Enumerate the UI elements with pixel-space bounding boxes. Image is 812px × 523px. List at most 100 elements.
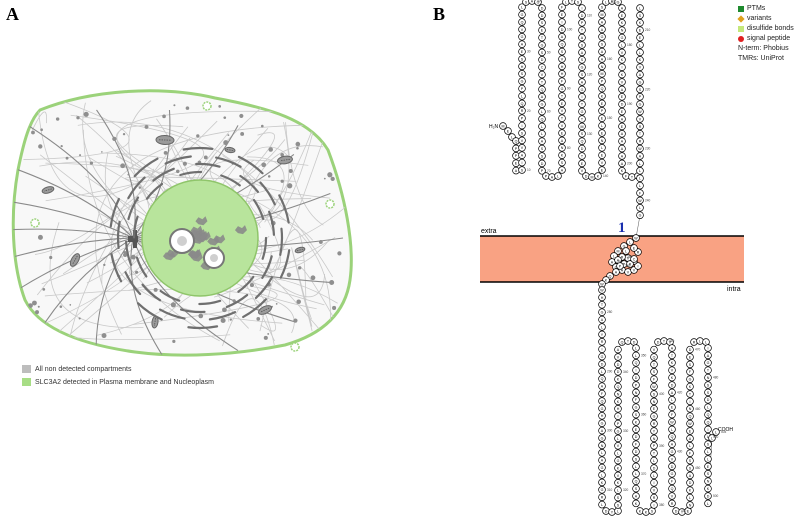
residue-letter: V [671,494,674,498]
residue-circle [598,158,606,167]
residue-circle [558,121,566,130]
residue-letter: I [582,6,583,10]
residue-letter: P [617,422,620,426]
residue-circle [538,63,546,71]
residue-circle [598,434,606,442]
residue-circle [558,129,566,137]
residue-letter: K [707,487,710,491]
residue-letter: F [689,370,692,374]
residue-circle [518,55,526,63]
residue-circle [578,4,586,12]
residue-letter: P [545,174,548,178]
residue-letter: R [653,496,656,500]
residue-circle [598,323,606,331]
residue-letter: D [541,6,544,10]
residue-letter: A [611,0,614,3]
residue-letter: W [688,422,692,426]
residue-circle [636,48,644,57]
residue-letter: R [521,109,524,113]
residue-circle [686,442,694,450]
residue-letter: A [515,169,518,173]
residue-letter: E [621,110,624,114]
residue-letter: Q [707,413,710,417]
residue-circle [650,360,658,369]
residue-circle [558,47,566,56]
residue-circle [618,167,626,175]
residue-letter: V [561,124,564,128]
residue-letter: G [521,35,524,39]
residue-circle [618,11,626,20]
residue-letter: F [625,174,628,178]
residue-circle [518,99,526,108]
residue-circle [504,127,512,135]
residue-letter: Q [635,361,638,365]
residue-letter: Q [601,377,604,381]
residue-circle [618,56,626,64]
residue-letter: K [671,376,674,380]
residue-letter: A [707,354,710,358]
residue-letter: I [708,346,709,350]
residue-letter: K [601,481,604,485]
residue-circle [704,366,712,374]
residue-letter: E [689,429,692,433]
ptm-marker-icon [738,5,744,12]
residue-circle [558,84,566,93]
residue-letter: S [653,370,656,374]
residue-letter: M [601,72,604,76]
residue-circle [618,4,626,12]
residue-tick-label: 490 [713,435,719,439]
residue-letter: S [541,21,544,25]
residue-letter: A [639,154,642,158]
residue-circle [558,99,566,108]
residue-letter: A [621,132,624,136]
residue-circle [598,40,606,48]
residue-circle [518,92,526,100]
residue-letter: T [653,363,656,367]
residue-circle [598,389,606,398]
residue-letter: N [689,407,692,411]
residue-letter: A [531,0,534,3]
residue-circle [598,338,606,346]
residue-letter: L [715,430,717,434]
residue-letter: T [639,132,642,136]
residue-circle [668,344,676,352]
residue-letter: Q [541,117,544,121]
residue-letter: S [541,147,544,151]
nterm-note: N-term: Phobius [738,45,789,52]
residue-circle [578,56,586,64]
residue-circle [632,403,640,411]
residue-circle [598,166,606,174]
residue-tick-label: 80 [567,146,571,150]
residue-letter: K [621,169,624,173]
residue-letter: A [621,268,624,272]
residue-circle [650,368,658,376]
residue-circle [686,360,694,369]
residue-circle [598,25,606,34]
residue-circle [518,62,526,71]
residue-letter: K [621,73,624,77]
residue-letter: T [671,354,674,358]
residue-letter: N [617,392,620,396]
residue-letter: S [639,14,642,18]
residue-tick-label: 370 [641,472,647,476]
residue-letter: L [617,489,619,493]
disulfide-marker-icon [738,25,744,32]
residue-letter: K [689,489,692,493]
residue-tick-label: 310 [607,488,613,492]
residue-tick-label: 480 [713,376,719,380]
residue-letter: S [653,392,656,396]
residue-circle [538,159,546,168]
residue-letter: L [639,6,641,10]
residue-circle [614,360,622,369]
residue-letter: S [635,413,638,417]
residue-circle [618,48,626,57]
residue-letter: E [601,102,604,106]
residue-letter: T [631,175,634,179]
residue-circle [614,345,622,354]
residue-letter: V [671,369,674,373]
residue-circle [668,455,676,463]
residue-letter: G [537,0,540,4]
residue-letter: H [521,65,524,69]
residue-letter: S [689,459,692,463]
residue-letter: F [653,378,656,382]
